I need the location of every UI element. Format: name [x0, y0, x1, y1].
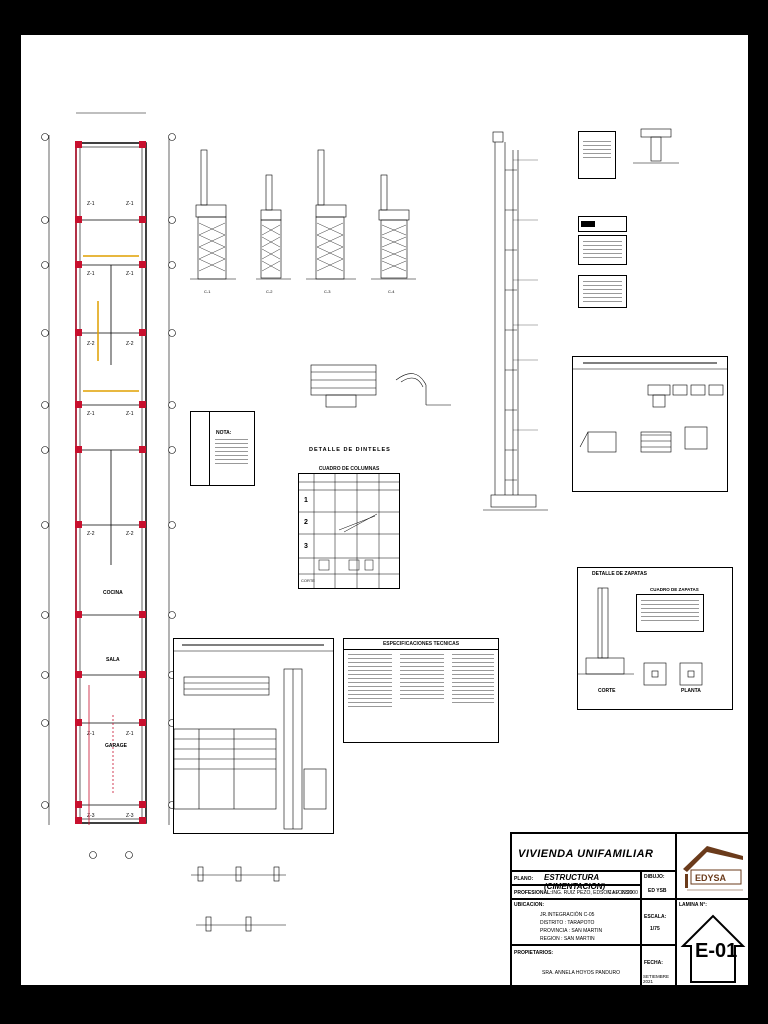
logo-cell: EDYSA	[676, 833, 748, 899]
svg-text:Z-1: Z-1	[87, 731, 95, 737]
profesional-cell: PROFESIONAL: ING. RUIZ PEZO, EDSON ALONS…	[511, 885, 641, 899]
column-row-2: 2	[304, 519, 308, 526]
zapata-corte-label: CORTE	[598, 688, 616, 694]
title-block: VIVIENDA UNIFAMILIAR PLANO: ESTRUCTURA (…	[510, 832, 748, 985]
room-label-cocina: COCINA	[103, 590, 123, 596]
tech-specs-box: ESPECIFICACIONES TECNICAS	[343, 638, 499, 743]
cip-number: C.I.P. 222900	[608, 890, 638, 896]
lamina-cell: LAMINA N°: E-01	[676, 899, 748, 985]
svg-text:Z-1: Z-1	[126, 201, 134, 207]
escala-cell: ESCALA: 1/75	[641, 899, 676, 945]
room-label-garage: GARAGE	[105, 743, 127, 749]
svg-text:C-2: C-2	[266, 289, 273, 294]
escala-label: ESCALA:	[644, 914, 667, 920]
dibujo-cell: DIBUJO: ED YSB	[641, 871, 676, 899]
column-elevation	[483, 131, 548, 511]
ubicacion-cell: UBICACION: JR.INTEGRACIÓN C-05 DISTRITO …	[511, 899, 641, 945]
notes-box: NOTA:	[190, 411, 255, 486]
ubicacion-line-2: DISTRITO : TARAPOTO	[540, 920, 595, 926]
svg-text:Z-2: Z-2	[87, 531, 95, 537]
sheet-house-icon	[680, 914, 746, 983]
profesional-label: PROFESIONAL:	[514, 890, 552, 896]
ubicacion-line-1: JR.INTEGRACIÓN C-05	[540, 912, 595, 918]
company-logo-icon: EDYSA	[683, 846, 743, 891]
svg-text:Z-1: Z-1	[87, 411, 95, 417]
lintel-detail	[310, 364, 451, 408]
svg-text:Z-2: Z-2	[126, 531, 134, 537]
project-cell: VIVIENDA UNIFAMILIAR	[511, 833, 676, 871]
column-table-title: CUADRO DE COLUMNAS	[318, 466, 380, 472]
svg-text:C-4: C-4	[388, 289, 395, 294]
plano-cell: PLANO: ESTRUCTURA (CIMENTACION)	[511, 871, 641, 891]
column-row-3: 3	[304, 543, 308, 550]
propietarios-label: PROPIETARIOS:	[514, 950, 554, 956]
fecha-cell: FECHA: SETIEMBRE 2021	[641, 945, 676, 985]
column-corte-label: CORTE	[301, 578, 315, 583]
svg-text:C-1: C-1	[204, 289, 211, 294]
stair-detail	[633, 128, 679, 164]
dibujo-value: ED YSB	[648, 888, 667, 894]
svg-text:Z-3: Z-3	[87, 813, 95, 819]
bottom-elevations	[191, 866, 286, 932]
room-label-sala: SALA	[106, 657, 120, 663]
column-row-1: 1	[304, 497, 308, 504]
ubicacion-line-3: PROVINCIA : SAN MARTIN	[540, 928, 603, 934]
tech-specs-title: ESPECIFICACIONES TECNICAS	[382, 641, 460, 647]
zapatas-detail-box: DETALLE DE ZAPATAS CUADRO DE ZAPATAS COR…	[577, 567, 733, 710]
svg-text:Z-1: Z-1	[126, 271, 134, 277]
note-label: NOTA:	[216, 430, 232, 436]
fecha-value: SETIEMBRE 2021	[643, 974, 670, 984]
sheet-number: E-01	[695, 940, 738, 962]
notes-right-2	[578, 275, 627, 308]
escala-value: 1/75	[650, 926, 660, 932]
notes-right-1	[578, 235, 627, 265]
ubicacion-line-4: REGION : SAN MARTIN	[540, 936, 595, 942]
footing-sections: C-1 C-2 C-3 C-4	[190, 149, 416, 294]
zapatas-table-title: CUADRO DE ZAPATAS	[650, 587, 699, 592]
lamina-label: LAMINA N°:	[679, 902, 707, 908]
propietarios-cell: PROPIETARIOS: SRA. ANNELA HOYOS PANDURO	[511, 945, 641, 985]
zapatas-detail-title: DETALLE DE ZAPATAS	[592, 571, 647, 577]
plano-value: ESTRUCTURA (CIMENTACION)	[544, 873, 606, 891]
ubicacion-label: UBICACION:	[514, 902, 544, 908]
anchor-detail-box	[572, 356, 728, 492]
zapata-planta-label: PLANTA	[681, 688, 701, 694]
project-name: VIVIENDA UNIFAMILIAR	[518, 848, 654, 860]
svg-text:C-3: C-3	[324, 289, 331, 294]
svg-text:Z-3: Z-3	[126, 813, 134, 819]
logo-text: EDYSA	[695, 873, 727, 883]
beam-table	[578, 131, 616, 179]
legend-box	[578, 216, 627, 232]
svg-text:Z-1: Z-1	[126, 411, 134, 417]
svg-text:Z-2: Z-2	[87, 341, 95, 347]
zapatas-table	[636, 594, 704, 632]
profesional-value: ING. RUIZ PEZO, EDSON ALONSO	[552, 890, 633, 896]
dibujo-label: DIBUJO:	[644, 874, 665, 880]
svg-text:Z-1: Z-1	[126, 731, 134, 737]
propietarios-value: SRA. ANNELA HOYOS PANDURO	[542, 970, 620, 976]
svg-text:Z-1: Z-1	[87, 271, 95, 277]
beam-detail-box	[173, 638, 334, 834]
plano-label: PLANO:	[514, 876, 534, 882]
fecha-label: FECHA:	[644, 960, 663, 966]
column-table: CUADRO DE COLUMNAS 1 2 3 CORTE	[298, 466, 400, 589]
svg-text:Z-1: Z-1	[87, 201, 95, 207]
lintel-detail-title: DETALLE DE DINTELES	[309, 447, 391, 453]
svg-text:Z-2: Z-2	[126, 341, 134, 347]
